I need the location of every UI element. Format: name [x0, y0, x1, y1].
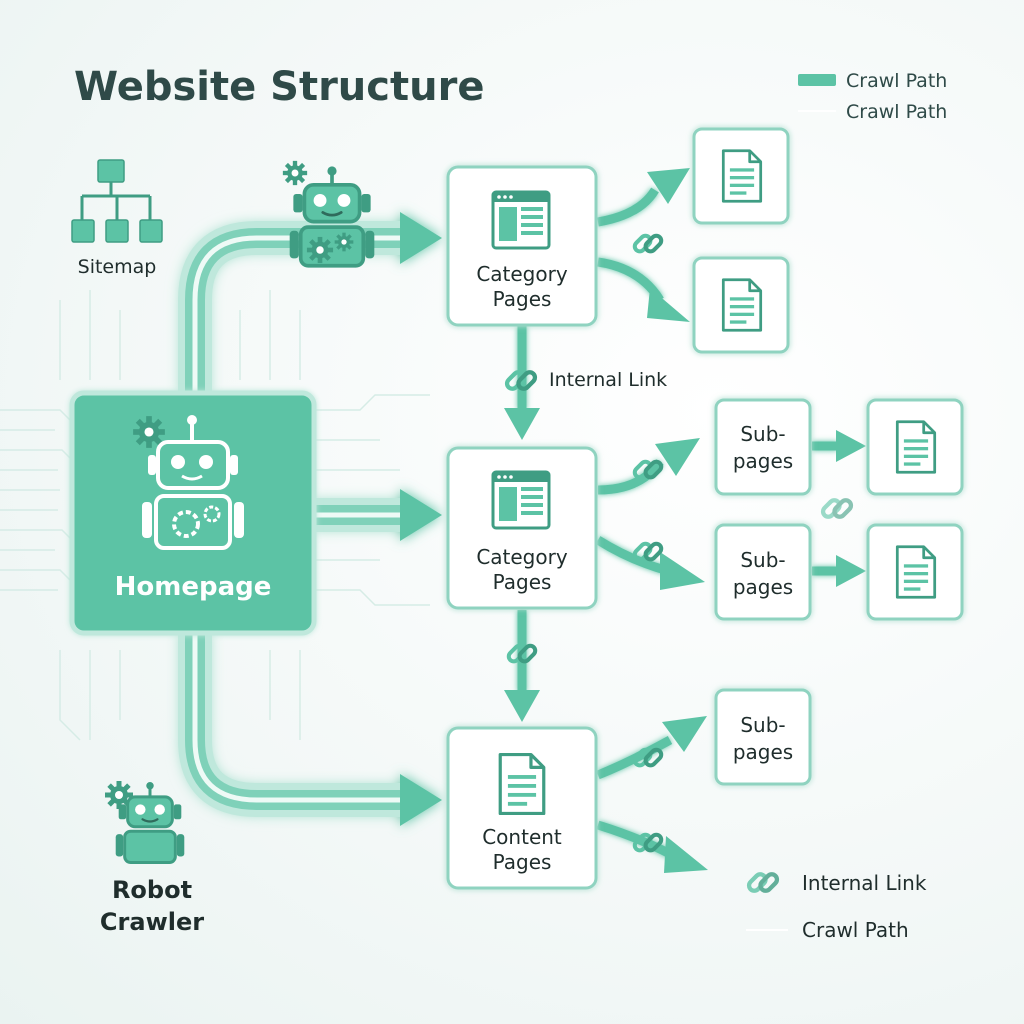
legend-top-label-1: Crawl Path	[846, 70, 947, 92]
gear-icon	[334, 232, 354, 252]
background-circuit-traces	[0, 290, 430, 741]
legend-bottom: Internal Link Crawl Path	[746, 871, 927, 942]
sitemap-icon	[71, 159, 163, 243]
webpage-icon	[491, 470, 551, 530]
subpages-node[interactable]: Sub- pages	[714, 688, 812, 786]
robot-crawler-label-line1: Robot	[112, 876, 192, 904]
document-icon	[721, 278, 763, 332]
document-icon	[721, 149, 763, 203]
chain-link-icon	[633, 748, 664, 768]
document-node[interactable]	[692, 127, 790, 225]
subpages-2-line1: Sub-	[740, 548, 785, 572]
legend-top-label-2: Crawl Path	[846, 101, 947, 123]
gear-icon	[282, 160, 308, 186]
chain-link-icon	[505, 370, 537, 391]
subpages-node[interactable]: Sub- pages	[714, 523, 812, 621]
content-pages-node[interactable]: Content Pages	[446, 726, 598, 890]
chain-link-icon	[821, 498, 853, 519]
subpages-2-line2: pages	[733, 575, 793, 599]
robot-icon	[142, 415, 244, 550]
chain-link-icon	[633, 542, 664, 562]
category-mid-label-line1: Category	[476, 545, 568, 569]
chain-link-icon	[633, 460, 664, 480]
sitemap-label: Sitemap	[78, 256, 157, 278]
homepage-label: Homepage	[115, 572, 272, 602]
legend-bottom-label-1: Internal Link	[802, 871, 927, 895]
robot-on-path	[282, 160, 377, 268]
internal-link-label: Internal Link	[549, 369, 667, 391]
document-node[interactable]	[692, 256, 790, 354]
sitemap: Sitemap	[71, 159, 163, 278]
crawl-path-main	[178, 212, 442, 826]
subpages-1-line1: Sub-	[740, 422, 785, 446]
subpages-node[interactable]: Sub- pages	[714, 398, 812, 496]
page-title: Website Structure	[74, 64, 484, 110]
gear-icon	[306, 236, 334, 264]
robot-crawler: Robot Crawler	[100, 781, 204, 936]
content-label-line1: Content	[482, 825, 562, 849]
subpages-1-line2: pages	[733, 449, 793, 473]
document-icon	[895, 545, 937, 599]
document-icon	[895, 420, 937, 474]
category-top-label-line2: Pages	[493, 287, 552, 311]
crawl-path-swatch-solid	[798, 74, 836, 86]
category-pages-node-top[interactable]: Category Pages	[446, 165, 598, 327]
document-node[interactable]	[866, 523, 964, 621]
chain-link-icon	[633, 234, 664, 254]
robot-crawler-label-line2: Crawler	[100, 908, 204, 936]
document-icon	[498, 752, 546, 816]
arrow-heads	[504, 168, 866, 873]
category-mid-label-line2: Pages	[493, 570, 552, 594]
legend-bottom-label-2: Crawl Path	[802, 918, 909, 942]
webpage-icon	[491, 190, 551, 250]
category-top-label-line1: Category	[476, 262, 568, 286]
subpages-3-line2: pages	[733, 740, 793, 764]
chain-link-icon	[747, 872, 779, 893]
legend-top: Crawl Path Crawl Path	[798, 70, 947, 123]
homepage-node[interactable]: Homepage	[69, 390, 317, 636]
chain-link-icon	[507, 644, 538, 664]
category-pages-node-mid[interactable]: Category Pages	[446, 446, 598, 610]
subpages-3-line1: Sub-	[740, 713, 785, 737]
content-label-line2: Pages	[493, 850, 552, 874]
document-node[interactable]	[866, 398, 964, 496]
